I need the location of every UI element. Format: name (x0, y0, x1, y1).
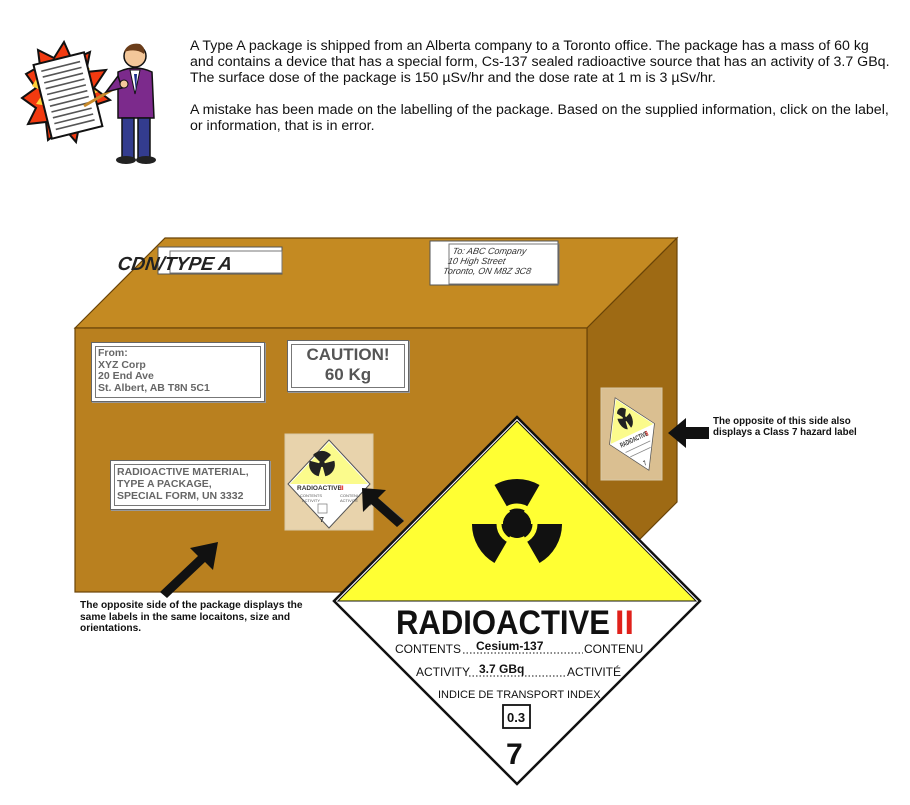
small-hazard-activite: ACTIVITÉ (340, 498, 358, 503)
shipping-line3: SPECIAL FORM, UN 3332 (117, 490, 244, 502)
large-hazard-label[interactable]: RADIOACTIVE II CONTENTS Cesium-137 CONTE… (332, 415, 702, 786)
instructions: A Type A package is shipped from an Albe… (190, 38, 890, 150)
small-hazard-class: 7 (320, 517, 324, 524)
small-hazard-contents: CONTENTS (300, 493, 322, 498)
front-small-hazard-label[interactable]: RADIOACTIVE II CONTENTS CONTENU ACTIVITY… (284, 433, 374, 531)
teacher-clipart-icon (20, 39, 156, 164)
contents-label: CONTENTS (395, 642, 461, 656)
to-address-line2: 10 High Street (447, 256, 507, 266)
instructions-task: A mistake has been made on the labelling… (190, 102, 889, 134)
from-address-label[interactable]: From: XYZ Corp 20 End Ave St. Albert, AB… (91, 342, 265, 402)
trefoil-icon (471, 478, 563, 563)
small-hazard-activity: ACTIVITY (302, 498, 320, 503)
caution-label-text: CAUTION! 60 Kg (288, 345, 408, 385)
shipping-name-label[interactable]: RADIOACTIVE MATERIAL, TYPE A PACKAGE, SP… (110, 460, 270, 510)
arrow-to-front-face-icon (160, 542, 218, 598)
caution-label-border (291, 344, 405, 388)
hazard-title: RADIOACTIVE (396, 604, 610, 642)
from-line4: St. Albert, AB T8N 5C1 (98, 381, 210, 394)
side-hazard-class: 7 (643, 460, 648, 468)
note-side-label: The opposite of this side also displays … (713, 416, 857, 438)
from-address-label-border (95, 346, 261, 398)
small-hazard-contenu: CONTENU (340, 493, 360, 498)
arrow-to-side-label-icon (668, 418, 709, 448)
note-opposite-side: The opposite side of the package display… (80, 600, 303, 634)
side-hazard-category: II (645, 431, 650, 439)
transport-index-value: 0.3 (507, 710, 525, 725)
caution-line2: 60 Kg (324, 365, 372, 384)
activity-label: ACTIVITY (416, 665, 470, 679)
from-address-lines: From: XYZ Corp 20 End Ave St. Albert, AB… (98, 347, 210, 394)
instructions-scenario: A Type A package is shipped from an Albe… (190, 38, 890, 86)
to-address-line1: To: ABC Company (452, 246, 528, 256)
shipping-line2: TYPE A PACKAGE, (117, 478, 212, 490)
to-address-line3: Toronto, ON M8Z 3C8 (442, 266, 532, 276)
from-line2: XYZ Corp (98, 358, 146, 371)
caution-line1: CAUTION! (306, 345, 390, 364)
type-a-label-text: CDN/TYPE A (116, 254, 233, 275)
type-a-label[interactable]: CDN/TYPE A (116, 246, 283, 275)
hazard-category: II (615, 604, 634, 642)
from-line3: 20 End Ave (98, 370, 154, 382)
hazard-class-number: 7 (506, 738, 523, 771)
transport-index-box[interactable] (502, 704, 531, 729)
from-line1: From: (98, 347, 128, 359)
small-hazard-title: RADIOACTIVE (297, 485, 342, 492)
caution-weight-label[interactable]: CAUTION! 60 Kg (287, 340, 409, 392)
shipping-name-lines: RADIOACTIVE MATERIAL, TYPE A PACKAGE, SP… (117, 466, 249, 502)
side-hazard-label[interactable]: RADIOACTIVE II 7 (593, 387, 672, 481)
small-hazard-category: II (340, 485, 344, 492)
contents-value[interactable]: Cesium-137 (476, 639, 544, 653)
transport-index-label: INDICE DE TRANSPORT INDEX (438, 689, 601, 701)
activite-label: ACTIVITÉ (567, 664, 621, 679)
shipping-name-label-border (114, 464, 266, 506)
to-address-label[interactable]: To: ABC Company 10 High Street Toronto, … (429, 240, 560, 286)
shipping-line1: RADIOACTIVE MATERIAL, (117, 466, 249, 478)
activity-value[interactable]: 3.7 GBq (479, 662, 524, 676)
arrow-up-left-icon (362, 488, 404, 527)
contenu-label: CONTENU (584, 642, 643, 656)
